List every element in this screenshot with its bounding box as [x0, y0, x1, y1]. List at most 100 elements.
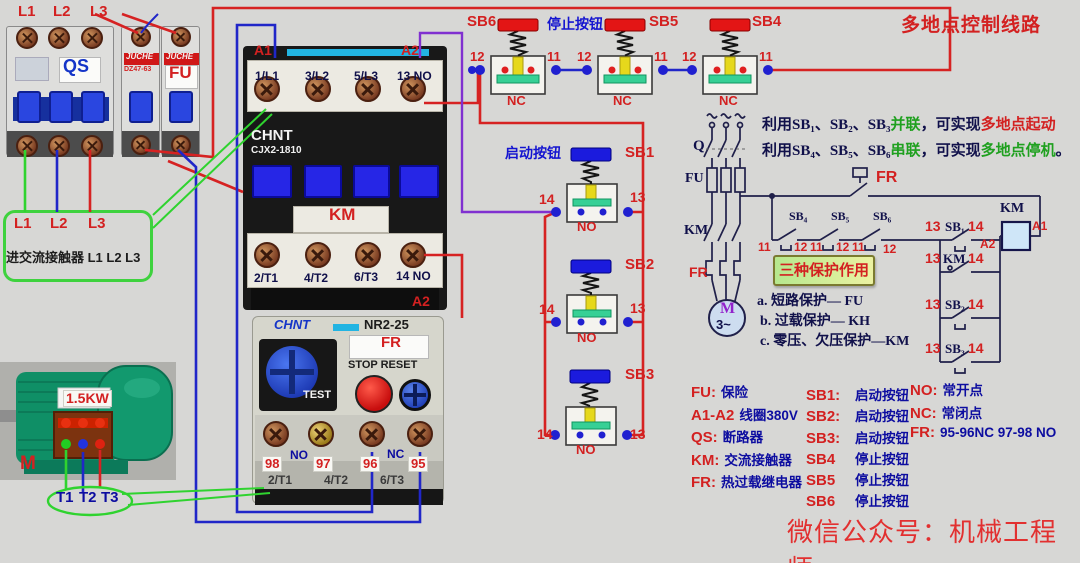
- sb5-t12: 12: [577, 49, 592, 64]
- annotation-part: ，可实现: [920, 117, 981, 133]
- annotation-part: 串联: [890, 143, 921, 159]
- legend-value: 保险: [721, 385, 748, 400]
- fu-breaker-2: [161, 26, 200, 157]
- breaker-face-detail: [15, 57, 49, 81]
- sch-r2-name: KM: [943, 251, 966, 266]
- legend-row: SB3:启动按钮: [806, 427, 909, 448]
- fu-label: FU: [169, 63, 192, 82]
- motor-illustration: [0, 362, 176, 480]
- incoming-phases-box: [3, 210, 153, 282]
- relay-model: NR2-25: [364, 317, 409, 332]
- relay-brand: CHNT: [274, 317, 311, 332]
- screw-icon: [131, 135, 151, 155]
- screw-icon: [48, 27, 70, 49]
- screw-icon: [263, 421, 289, 447]
- annotation-line-1: 利用SB₁、SB₂、SB₃并联，可实现多地点起动: [762, 113, 1056, 134]
- legend-value: 停止按钮: [855, 451, 909, 467]
- sb5-label: SB5: [649, 13, 679, 30]
- relay-fr: FR: [381, 334, 401, 351]
- sch-n12c: 12: [883, 242, 897, 256]
- fr-96: 96: [360, 456, 381, 473]
- legend-key: SB5: [806, 472, 836, 490]
- sb1-t13: 13: [630, 189, 646, 205]
- motor-t3: T3: [101, 489, 119, 506]
- ct-term-2t1: 2/T1: [254, 271, 279, 285]
- sch-motor-m: M: [720, 300, 736, 317]
- legend-value: 停止按钮: [855, 473, 909, 489]
- sch-n11a: 11: [758, 240, 771, 254]
- legend-row: FU:保险: [691, 381, 802, 404]
- legend-value: 热过载继电器: [721, 475, 802, 490]
- legend-value: 线圈380V: [739, 407, 798, 423]
- screw-icon: [48, 135, 70, 157]
- fr-nc: NC: [387, 447, 405, 461]
- ct-term-13no: 13 NO: [397, 69, 432, 83]
- qs-label: QS: [63, 56, 90, 76]
- legend-key: NO:: [910, 382, 938, 399]
- fr-98: 98: [262, 456, 283, 473]
- sb4-t12: 12: [682, 49, 697, 64]
- legend-value: 常开点: [942, 383, 984, 398]
- sb2-t13: 13: [630, 300, 646, 316]
- legend-key: SB2:: [806, 408, 841, 426]
- sb1-t14: 14: [539, 191, 555, 207]
- sch-r1-13: 13: [925, 218, 941, 234]
- motor-kw: 1.5KW: [63, 390, 112, 408]
- contactor-key: [304, 165, 342, 198]
- motor-t2: T2: [79, 489, 97, 506]
- sb4-nc: NC: [719, 93, 738, 108]
- screw-icon: [407, 421, 433, 447]
- annotation-part: 多地点停机: [980, 143, 1056, 159]
- legend-key: FR:: [910, 424, 935, 441]
- annotation-line-2: 利用SB₄、SB₅、SB₆串联，可实现多地点停机。: [762, 139, 1071, 160]
- fr-97: 97: [313, 456, 334, 473]
- coil-a1: A1: [254, 42, 272, 58]
- screw-icon: [359, 421, 385, 447]
- phase-l2: L2: [53, 3, 71, 20]
- screw-icon: [131, 27, 151, 47]
- legend-key: QS:: [691, 429, 718, 446]
- relay-test: TEST: [303, 389, 332, 401]
- breaker-toggle: [49, 91, 73, 123]
- fr-95: 95: [408, 456, 429, 473]
- legend-key: FR:: [691, 474, 716, 491]
- annotation-part: 利用SB₁、SB₂、SB₃: [762, 117, 891, 133]
- screw-icon: [305, 242, 331, 268]
- legend-row: SB1: 启动按钮: [806, 384, 909, 405]
- relay-brand-bar: [333, 324, 359, 331]
- sb3-t14: 14: [537, 426, 553, 442]
- protection-item-a: a. 短路保护— FU: [757, 294, 864, 309]
- sb2-t14: 14: [539, 301, 555, 317]
- legend-value: 启动按钮: [855, 388, 909, 403]
- fr-no: NO: [290, 448, 308, 462]
- qs-circuit-breaker: [6, 26, 114, 157]
- sch-r3-14: 14: [968, 296, 984, 312]
- sch-sb4: SB₄: [789, 209, 808, 223]
- sch-r4-name: SB₃: [945, 341, 965, 356]
- ct-term-1l1: 1/L1: [255, 69, 280, 83]
- fu-breaker-1: [121, 26, 160, 157]
- legend-key: SB1:: [806, 387, 841, 404]
- contactor-key: [353, 165, 390, 198]
- contactor-model: CJX2-1810: [251, 145, 302, 156]
- sch-km: KM: [684, 223, 709, 238]
- sb2-no: NO: [577, 330, 597, 345]
- inbox-l3: L3: [88, 215, 106, 232]
- fu-model: DZ47-63: [124, 66, 152, 73]
- contactor-km: KM: [329, 205, 356, 224]
- screw-icon: [81, 27, 103, 49]
- ct-term-6t3: 6/T3: [354, 270, 379, 284]
- coil-a2-top: A2: [401, 42, 419, 58]
- start-buttons: [550, 147, 633, 446]
- screw-icon: [171, 27, 191, 47]
- screw-icon: [400, 242, 426, 268]
- legend-key: SB6: [806, 493, 836, 511]
- stop-caption: 停止按钮: [547, 16, 603, 32]
- sch-motor-3ph: 3~: [716, 317, 731, 332]
- screw-icon: [81, 135, 103, 157]
- sb6-nc: NC: [507, 93, 526, 108]
- sch-n12b: 12: [836, 240, 850, 254]
